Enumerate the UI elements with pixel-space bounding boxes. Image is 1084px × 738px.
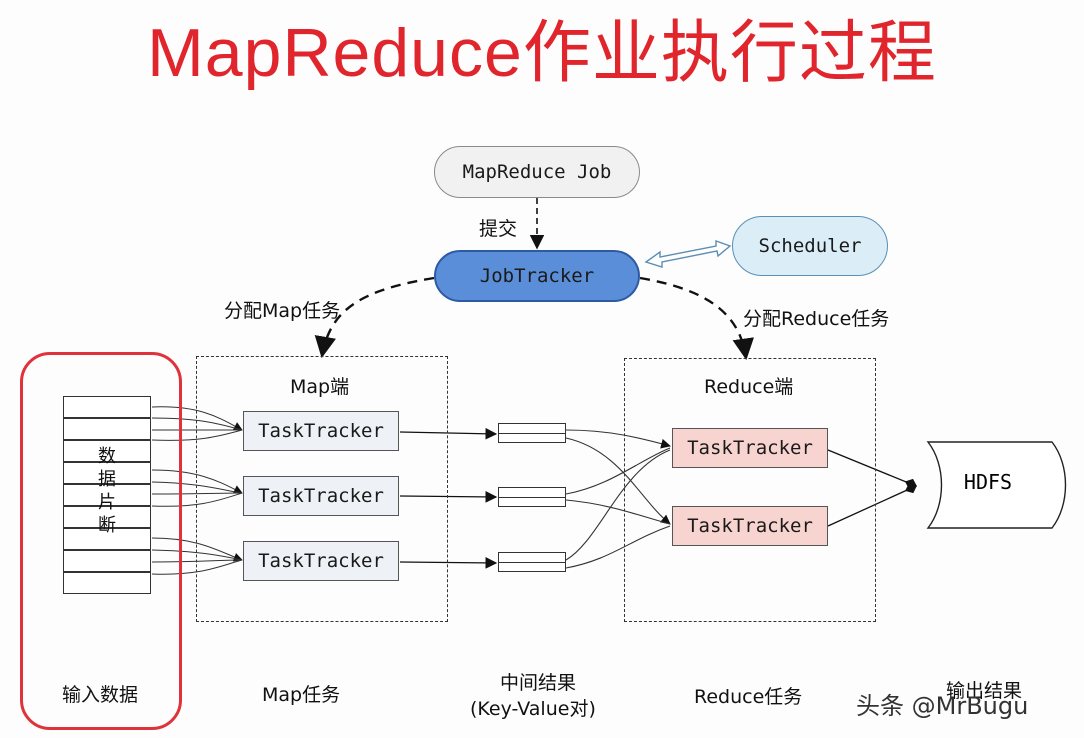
reduce-to-hdfs-links <box>827 449 918 527</box>
split-char-2: 据 <box>98 469 116 490</box>
reduce-side-label: Reduce端 <box>704 376 794 398</box>
assign-map-arc <box>314 276 435 359</box>
map-tasktracker-1: TaskTracker <box>243 411 399 451</box>
input-data-label: 输入数据 <box>62 684 139 706</box>
hdfs-label: HDFS <box>963 470 1013 494</box>
hdfs-storage-shape <box>926 441 1067 529</box>
jobtracker-node: JobTracker <box>434 250 640 302</box>
intermediate-kv-box-3 <box>498 552 566 572</box>
key-value-label: (Key-Value对) <box>470 698 596 720</box>
reduce-tasktracker-2: TaskTracker <box>672 506 828 546</box>
map-task-label: Map任务 <box>262 684 341 706</box>
input-split-row <box>63 484 151 506</box>
input-split-row <box>63 462 151 484</box>
reduce-side-group <box>624 358 876 622</box>
map-tasktracker-2: TaskTracker <box>243 476 399 516</box>
map-side-group <box>196 356 448 622</box>
scheduler-node: Scheduler <box>732 216 888 276</box>
map-side-label: Map端 <box>290 376 350 398</box>
assign-map-label: 分配Map任务 <box>224 300 341 322</box>
split-char-1: 数 <box>98 446 116 467</box>
map-tasktracker-3: TaskTracker <box>243 541 399 581</box>
output-result-label: 输出结果 <box>946 680 1023 702</box>
intermediate-result-label: 中间结果 <box>500 672 577 694</box>
assign-reduce-label: 分配Reduce任务 <box>743 308 890 330</box>
input-split-row <box>63 418 151 440</box>
map-to-intermediate-links <box>399 427 498 569</box>
input-split-row <box>63 550 151 572</box>
input-split-row <box>63 396 151 418</box>
intermediate-kv-box-2 <box>498 487 566 507</box>
input-split-row <box>63 506 151 528</box>
assign-reduce-arc <box>639 276 754 361</box>
input-data-highlight <box>20 352 182 730</box>
mapreduce-job-node: MapReduce Job <box>434 146 640 198</box>
input-split-row <box>63 528 151 550</box>
reduce-task-label: Reduce任务 <box>694 686 803 708</box>
intermediate-kv-box-1 <box>498 423 566 443</box>
split-char-3: 片 <box>98 492 116 513</box>
input-split-row <box>63 440 151 462</box>
input-to-map-links <box>151 406 243 575</box>
intermediate-to-reduce-links <box>565 429 671 569</box>
reduce-tasktracker-1: TaskTracker <box>672 428 828 468</box>
scheduler-link-arrow <box>644 240 732 268</box>
diagram-title: MapReduce作业执行过程 <box>147 15 937 91</box>
submit-label: 提交 <box>479 218 518 240</box>
input-split-row <box>63 572 151 594</box>
watermark-text: 头条 @MrBugu <box>856 692 1029 720</box>
split-char-4: 断 <box>98 515 116 536</box>
